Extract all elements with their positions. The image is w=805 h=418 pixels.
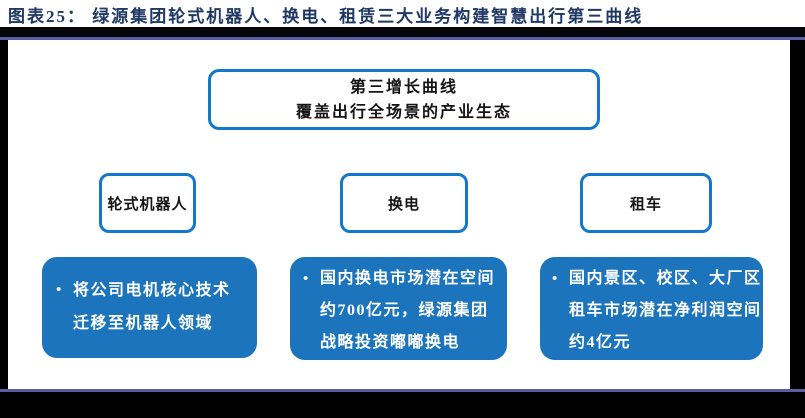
bullet-icon: • [56,282,63,298]
detail-line: 迁移至机器人领域 [73,315,214,332]
figure-caption-bar: 图表25： 绿源集团轮式机器人、换电、租赁三大业务构建智慧出行第三曲线 [0,0,805,27]
root-box-line-2: 覆盖出行全场景的产业生态 [295,103,512,121]
node-battery-swap: 换电 [340,173,468,233]
caption-rule-dark [0,27,805,37]
node-third-growth-curve: 第三增长曲线 覆盖出行全场景的产业生态 [208,69,600,130]
detail-line: 国内景区、校区、大厂区 [569,270,762,287]
caption-rule-accent [0,37,805,40]
bullet-icon: • [303,271,310,287]
detail-line: 租车市场潜在净利润空间 [569,302,762,319]
figure-title: 图表25： 绿源集团轮式机器人、换电、租赁三大业务构建智慧出行第三曲线 [8,7,644,26]
detail-line: 战略投资嘟嘟换电 [320,334,461,351]
bottom-rule-accent [0,389,805,392]
detail-line: 约4亿元 [569,334,632,351]
detail-car-rental-text: 国内景区、校区、大厂区 租车市场潜在净利润空间 约4亿元 [569,263,762,359]
node-car-rental: 租车 [580,173,712,233]
detail-line: 将公司电机核心技术 [73,282,231,299]
root-box-line-1: 第三增长曲线 [349,78,458,96]
node-wheeled-robot: 轮式机器人 [99,173,196,233]
detail-line: 国内换电市场潜在空间 [320,270,496,287]
detail-car-rental: • 国内景区、校区、大厂区 租车市场潜在净利润空间 约4亿元 [540,257,763,360]
detail-wheeled-robot: • 将公司电机核心技术 迁移至机器人领域 [42,257,257,358]
detail-battery-swap-text: 国内换电市场潜在空间 约700亿元，绿源集团 战略投资嘟嘟换电 [320,263,495,359]
detail-line: 约700亿元，绿源集团 [320,302,489,319]
bullet-icon: • [552,271,559,287]
detail-battery-swap: • 国内换电市场潜在空间 约700亿元，绿源集团 战略投资嘟嘟换电 [290,257,507,360]
detail-wheeled-robot-text: 将公司电机核心技术 迁移至机器人领域 [73,274,231,340]
